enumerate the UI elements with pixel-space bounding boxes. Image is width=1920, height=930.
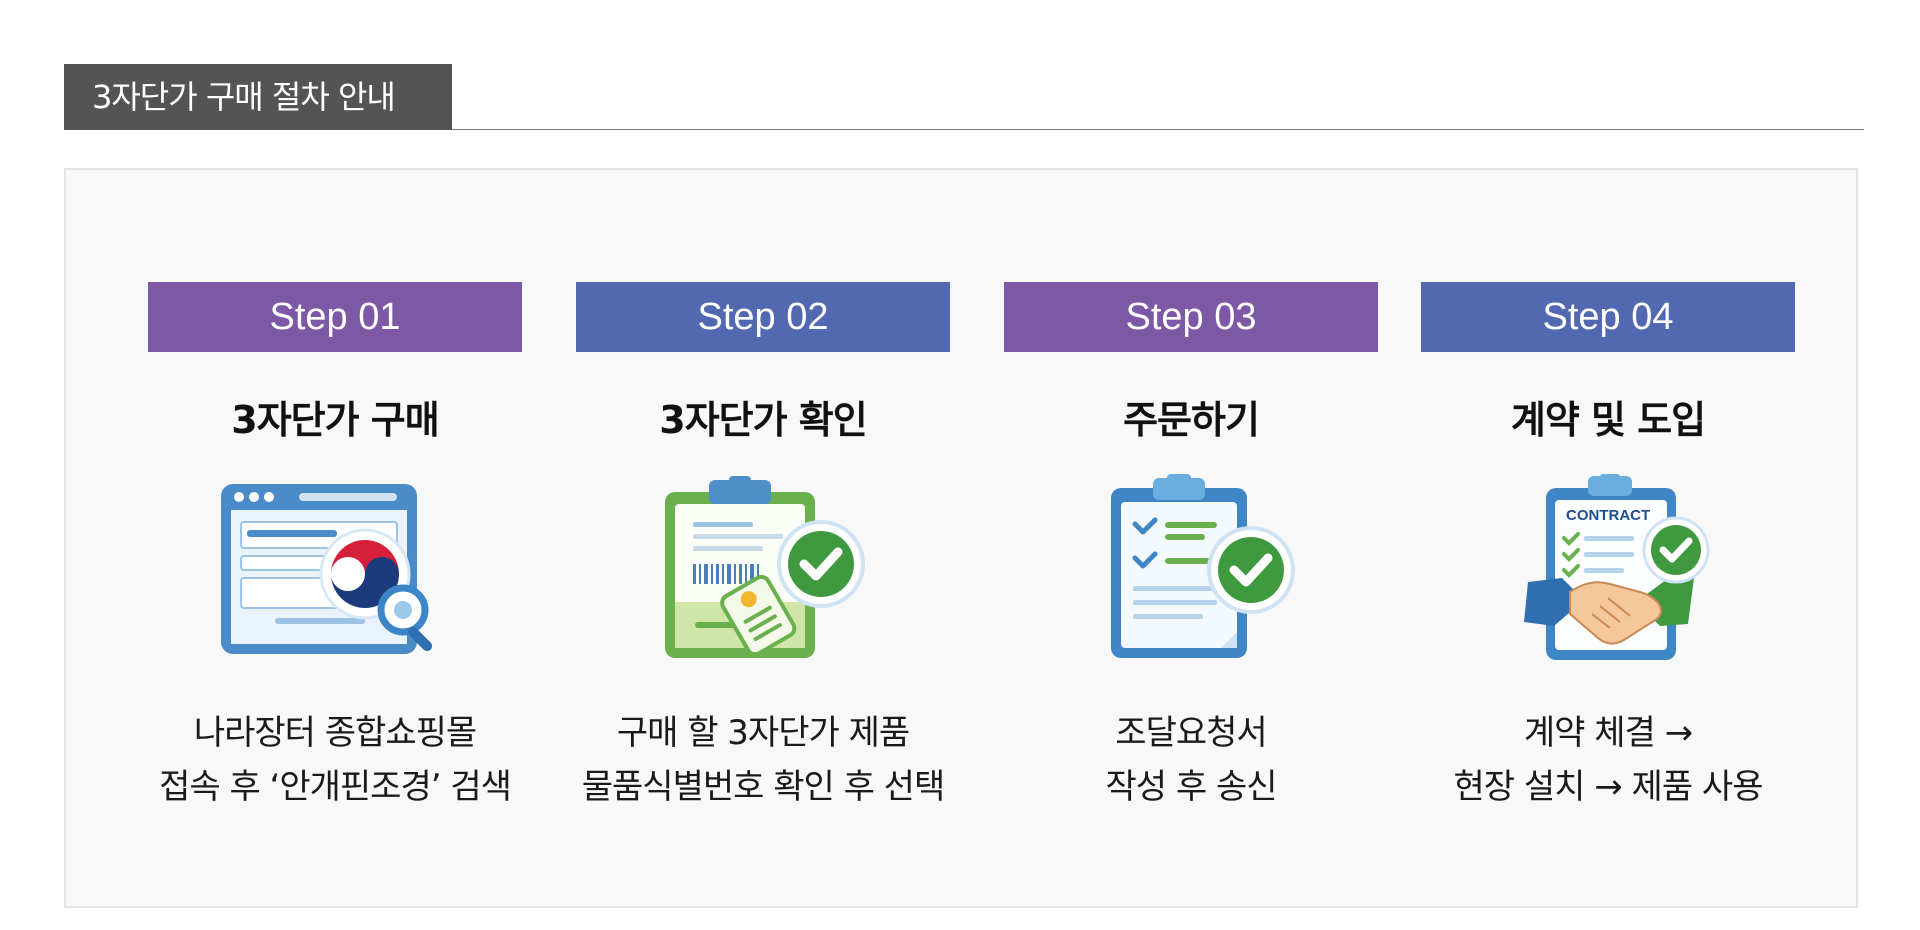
step-3: Step 03 주문하기 조달요청서 작성 후 송신	[1004, 282, 1378, 842]
clipboard-checklist-check-icon	[1111, 474, 1295, 658]
step-description: 조달요청서 작성 후 송신	[1004, 706, 1378, 814]
step-title: 계약 및 도입	[1510, 398, 1706, 442]
step-badge: Step 01	[148, 282, 522, 352]
step-1: Step 01 3자단가 구매 나라장터 종합쇼핑몰 접속 후 ‘안개핀조경’ …	[148, 282, 522, 842]
procedure-panel: Step 01 3자단가 구매 나라장터 종합쇼핑몰 접속 후 ‘안개핀조경’ …	[64, 168, 1858, 908]
step-description: 나라장터 종합쇼핑몰 접속 후 ‘안개핀조경’ 검색	[148, 706, 522, 814]
step-title: 3자단가 확인	[659, 398, 867, 442]
browser-search-emblem-icon	[221, 484, 433, 654]
contract-handshake-icon: CONTRACT	[1524, 474, 1710, 660]
step-badge: Step 03	[1004, 282, 1378, 352]
step-description-line: 접속 후 ‘안개핀조경’ 검색	[159, 767, 512, 807]
header-divider	[452, 129, 1864, 130]
step-description-line: 조달요청서	[1115, 713, 1267, 753]
clipboard-barcode-tag-check-icon	[665, 476, 865, 658]
step-description-line: 작성 후 송신	[1105, 767, 1277, 807]
step-4: Step 04 계약 및 도입 CONTRACT 계약 체결 → 현장 설치 →…	[1421, 282, 1795, 842]
section-title: 3자단가 구매 절차 안내	[64, 64, 452, 130]
contract-label: CONTRACT	[1566, 507, 1650, 524]
step-description-line: 계약 체결 →	[1523, 713, 1693, 753]
step-description-line: 구매 할 3자단가 제품	[616, 713, 910, 753]
step-2: Step 02 3자단가 확인	[576, 282, 950, 842]
step-description-line: 나라장터 종합쇼핑몰	[193, 713, 477, 753]
step-description: 계약 체결 → 현장 설치 → 제품 사용	[1421, 706, 1795, 814]
step-description-line: 물품식별번호 확인 후 선택	[581, 767, 946, 807]
step-title: 3자단가 구매	[231, 398, 439, 442]
step-badge: Step 02	[576, 282, 950, 352]
step-badge: Step 04	[1421, 282, 1795, 352]
step-description-line: 현장 설치 → 제품 사용	[1453, 767, 1764, 807]
section-header: 3자단가 구매 절차 안내	[64, 64, 1864, 130]
step-title: 주문하기	[1123, 398, 1260, 442]
step-description: 구매 할 3자단가 제품 물품식별번호 확인 후 선택	[576, 706, 950, 814]
